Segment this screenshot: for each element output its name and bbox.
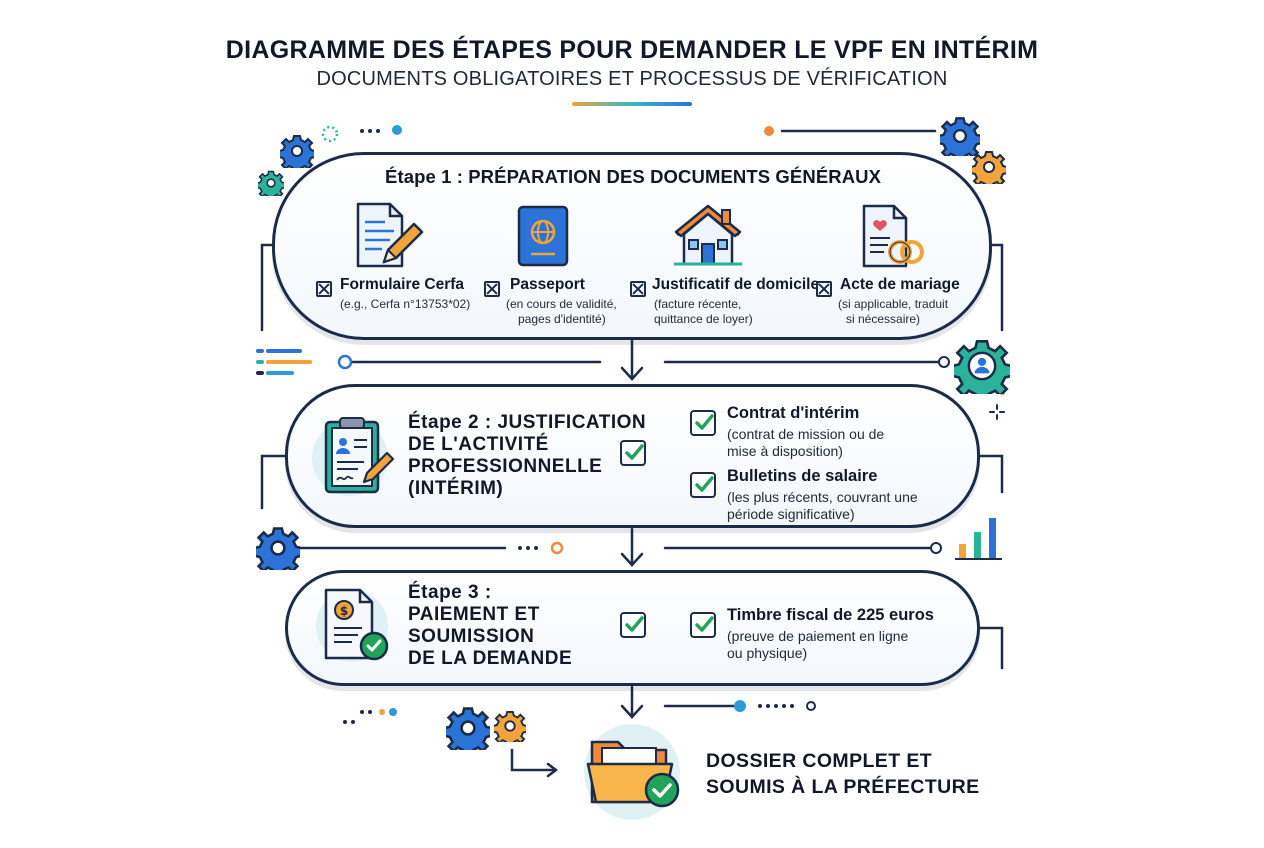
gear-icon: [494, 710, 526, 742]
arrow-step1-to-step2: [620, 339, 644, 381]
item-timbre-detail-line2: ou physique): [727, 645, 808, 661]
item-timbre-detail-line1: (preuve de paiement en ligne: [727, 628, 909, 644]
step2-heading-line4: (INTÉRIM): [408, 478, 504, 499]
svg-text:$: $: [340, 604, 348, 618]
item-bulletins-label: Bulletins de salaire: [727, 467, 878, 485]
step1-heading: Étape 1 : PRÉPARATION DES DOCUMENTS GÉNÉ…: [385, 166, 882, 187]
marriage-certificate-icon: [862, 204, 924, 268]
step2-heading: Étape 2 : JUSTIFICATION DE L'ACTIVITÉ PR…: [408, 412, 646, 500]
item-contrat-detail-line2: mise à disposition): [727, 443, 843, 459]
doc3-cross-checkbox: [630, 281, 646, 297]
step3-heading-line3: SOUMISSION: [408, 626, 535, 647]
gear-icon: [280, 135, 314, 168]
item-timbre-check-icon: [690, 612, 716, 638]
doc4-cross-checkbox: [816, 281, 832, 297]
gear-icon: [446, 707, 490, 750]
folder-complete-icon: [584, 724, 680, 820]
item-contrat-detail-line1: (contrat de mission ou de: [727, 426, 885, 442]
doc1-label: Formulaire Cerfa: [340, 276, 465, 293]
document-pen-icon: [356, 202, 424, 268]
doc3-label: Justificatif de domicile: [652, 276, 820, 293]
step2-main-check-icon: [620, 440, 646, 466]
step3-heading-line2: PAIEMENT ET: [408, 604, 540, 625]
step3-panel: [285, 570, 980, 686]
arrow-step2-to-step3: [620, 527, 644, 567]
arrow-step3-to-final: [620, 685, 644, 719]
passport-icon: [517, 205, 569, 267]
diagram-subtitle: DOCUMENTS OBLIGATOIRES ET PROCESSUS DE V…: [316, 68, 948, 90]
title-underline: [572, 102, 692, 106]
item-contrat-label: Contrat d'intérim: [727, 404, 860, 422]
doc1-detail: (e.g., Cerfa n°13753*02): [340, 297, 471, 311]
step2-heading-line1: Étape 2 : JUSTIFICATION: [408, 412, 647, 433]
step3-main-check-icon: [620, 612, 646, 638]
item-bulletins-check-icon: [690, 472, 716, 498]
final-line1: DOSSIER COMPLET ET: [706, 750, 933, 772]
bar-chart-icon: [955, 518, 1002, 560]
doc2-label: Passeport: [510, 276, 585, 293]
step2-heading-line3: PROFESSIONNELLE: [408, 456, 603, 477]
gear-icon: [256, 527, 300, 570]
gear-icon: [258, 170, 284, 196]
doc4-label: Acte de mariage: [840, 276, 960, 293]
item-bulletins-detail-line1: (les plus récents, couvrant une: [727, 489, 918, 505]
gear-icon: [940, 117, 980, 156]
item-timbre-label: Timbre fiscal de 225 euros: [727, 606, 934, 624]
doc3-detail-line2: quittance de loyer): [654, 312, 753, 326]
clipboard-signature-icon: [312, 417, 395, 496]
doc2-detail-line2: pages d'identité): [518, 312, 606, 326]
diagram-title: DIAGRAMME DES ÉTAPES POUR DEMANDER LE VP…: [225, 36, 1039, 64]
user-gear-icon: [954, 339, 1010, 394]
doc1-cross-checkbox: [316, 281, 332, 297]
step3-heading-line1: Étape 3 :: [408, 582, 492, 603]
doc2-detail-line1: (en cours de validité,: [506, 297, 617, 311]
doc2-cross-checkbox: [484, 281, 500, 297]
house-icon: [674, 204, 742, 266]
doc4-detail-line2: si nécessaire): [846, 312, 921, 326]
gear-icon: [972, 151, 1006, 184]
step3-heading-line4: DE LA DEMANDE: [408, 648, 573, 669]
final-line2: SOUMIS À LA PRÉFECTURE: [706, 776, 980, 798]
final-status-text: DOSSIER COMPLET ET SOUMIS À LA PRÉFECTUR…: [706, 748, 980, 800]
step2-heading-line2: DE L'ACTIVITÉ: [408, 434, 549, 455]
invoice-payment-icon: $: [316, 588, 389, 662]
doc4-detail-line1: (si applicable, traduit: [838, 297, 949, 311]
step3-heading: Étape 3 : PAIEMENT ET SOUMISSION DE LA D…: [408, 582, 572, 670]
item-contrat-check-icon: [690, 410, 716, 436]
doc3-detail-line1: (facture récente,: [654, 297, 742, 311]
item-bulletins-detail-line2: période significative): [727, 506, 855, 522]
